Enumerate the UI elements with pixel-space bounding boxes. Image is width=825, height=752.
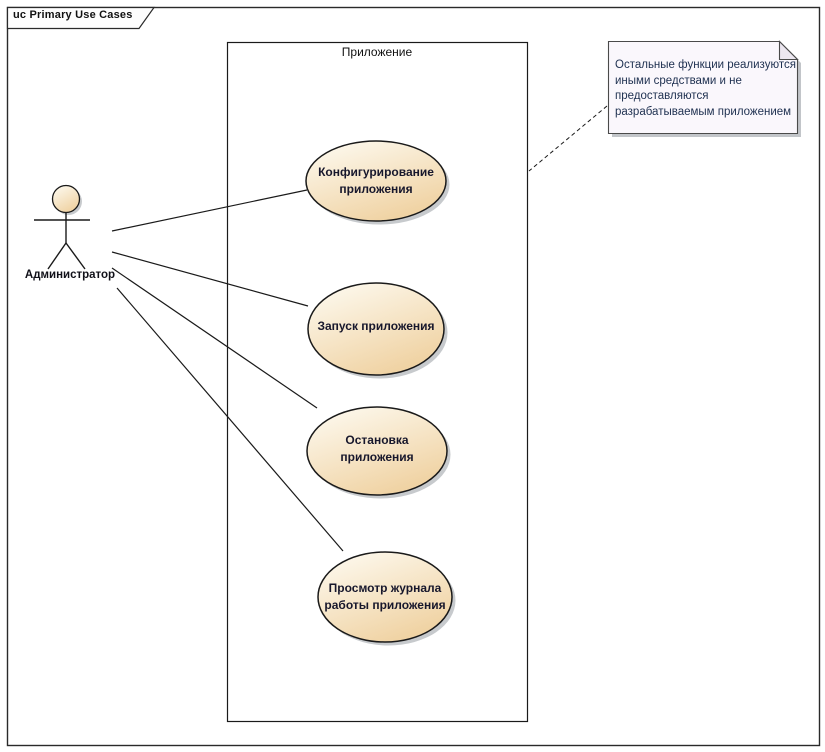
association-line-stop[interactable]	[111, 267, 318, 409]
frame-tab	[6, 6, 156, 30]
actor-leg-right[interactable]	[65, 242, 86, 270]
association-line-start[interactable]	[111, 251, 309, 307]
usecase-label-line: Конфигурирование	[318, 165, 434, 179]
usecase-label-line: приложения	[339, 182, 413, 196]
usecase-label-line: приложения	[340, 450, 414, 464]
usecase-ellipse-start[interactable]	[307, 282, 445, 376]
note-anchor-line[interactable]	[528, 105, 608, 172]
usecase-label-start: Запуск приложения	[296, 318, 456, 335]
note-text-line: предоставляются	[615, 90, 709, 102]
usecase-label-stop: Остановка приложения	[297, 432, 457, 466]
usecase-ellipse-viewlog[interactable]	[317, 551, 453, 643]
note-text: Остальные функции реализуются иными сред…	[615, 58, 797, 120]
usecase-ellipse-configure[interactable]	[305, 140, 447, 222]
note-fold-corner-icon	[778, 40, 799, 61]
note-text-line: Остальные функции реализуются	[615, 59, 796, 71]
usecase-label-line: Остановка	[345, 433, 409, 447]
usecase-label-line: работы приложения	[324, 598, 446, 612]
frame-title: uc Primary Use Cases	[13, 9, 133, 21]
system-boundary-label: Приложение	[341, 45, 413, 59]
association-line-viewlog[interactable]	[116, 287, 344, 552]
association-line-configure[interactable]	[111, 189, 308, 232]
note-text-line: разрабатываемым приложением	[615, 105, 792, 118]
usecase-ellipse-stop[interactable]	[306, 406, 448, 496]
usecase-label-viewlog: Просмотр журнала работы приложения	[305, 580, 465, 614]
actor-head[interactable]	[51, 184, 81, 214]
actor-label: Администратор	[24, 269, 116, 281]
note-shape[interactable]	[607, 40, 799, 135]
note-text-line: иными средствами и не	[615, 74, 742, 87]
usecase-label-line: Просмотр журнала	[328, 581, 442, 595]
actor-leg-left[interactable]	[47, 242, 67, 270]
usecase-label-line: Запуск приложения	[317, 319, 435, 333]
usecase-label-configure: Конфигурирование приложения	[296, 164, 456, 198]
